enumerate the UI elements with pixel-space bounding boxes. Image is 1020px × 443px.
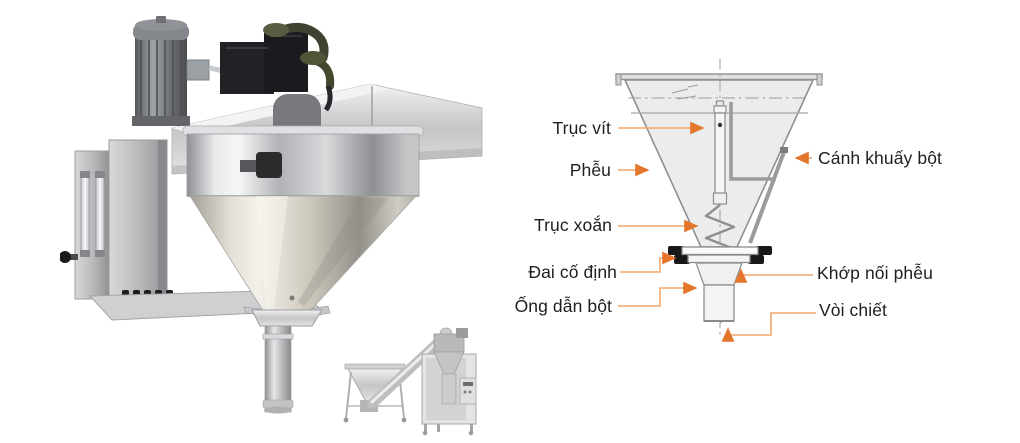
label-truc-xoan: Trục xoắn — [533, 215, 612, 235]
machine-photo — [60, 16, 483, 436]
label-voi-chiet: Vòi chiết — [819, 300, 888, 320]
label-truc-vit: Trục vít — [552, 118, 611, 138]
hopper-diagram — [615, 59, 823, 342]
hopper-band — [182, 125, 424, 197]
leader-ong-dan-bot — [618, 281, 698, 307]
screw-shaft — [712, 100, 728, 205]
label-ong-dan-bot: Ống dẫn bột — [514, 296, 612, 316]
packing-line-inset — [343, 327, 477, 436]
servo-drive-cables — [220, 23, 335, 112]
label-canh-khuay-bot: Cánh khuấy bột — [818, 148, 942, 168]
gear-motor — [132, 16, 237, 126]
outlet-nozzle — [243, 305, 331, 414]
label-dai-co-dinh: Đai cố định — [528, 262, 617, 282]
left-frame-sight-glasses — [60, 150, 110, 300]
clamp-band — [668, 246, 772, 264]
label-pheu: Phễu — [569, 160, 611, 180]
leader-lines — [618, 121, 816, 342]
label-khop-noi-pheu: Khớp nối phễu — [817, 263, 933, 283]
leader-dai-co-dinh — [620, 251, 677, 273]
leader-khop-noi-pheu — [734, 268, 813, 283]
leader-voi-chiet — [721, 312, 816, 342]
outlet-tube — [695, 262, 743, 322]
agitator-arm — [729, 102, 788, 244]
